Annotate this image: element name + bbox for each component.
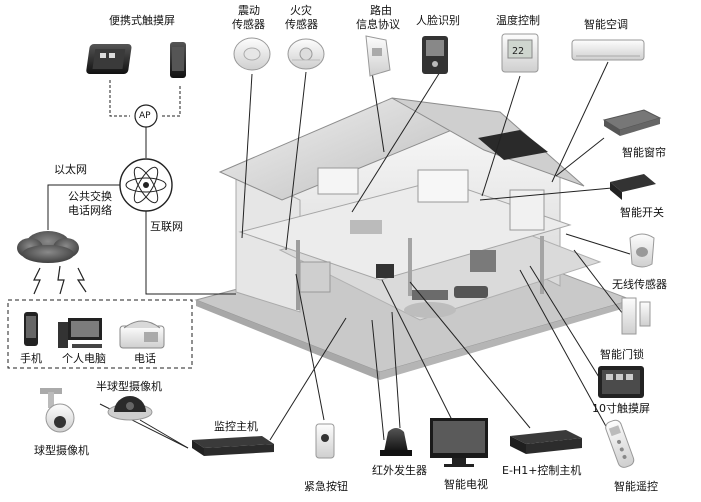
fire-sensor-icon (288, 39, 324, 69)
curtain-motor-icon (604, 110, 660, 136)
smart-door-lock-label: 智能门锁 (600, 348, 644, 361)
smart-tv-icon (430, 418, 488, 467)
dome-camera-label: 球型摄像机 (34, 444, 89, 457)
pc-label: 个人电脑 (62, 352, 106, 365)
phone-label: 手机 (20, 352, 42, 365)
face-recognition-label: 人脸识别 (416, 14, 460, 27)
house-illustration (196, 98, 632, 380)
house-partition (408, 238, 412, 296)
smart-curtain-label: 智能窗帘 (622, 146, 666, 159)
dashed-link (160, 86, 180, 116)
router-label-l1: 路由 (370, 4, 392, 17)
monitor-host-label: 监控主机 (214, 420, 258, 433)
house-sofa (454, 286, 488, 298)
half-dome-camera-icon (108, 396, 152, 420)
vibration-sensor-label-l1: 震动 (238, 4, 260, 17)
tablet-touchscreen-icon (86, 44, 132, 74)
wireless-sensor-icon (630, 234, 654, 267)
telephone-icon (120, 321, 164, 348)
emergency-button-label: 紧急按钮 (304, 480, 348, 493)
phone-touchscreen-icon (170, 42, 186, 78)
vibration-sensor-label-l2: 传感器 (232, 18, 265, 31)
mobile-phone-icon (24, 312, 38, 346)
cloud-icon (17, 231, 79, 263)
door-lock-sensor-icon (622, 298, 650, 334)
pstn-label-line1: 公共交换 (68, 190, 112, 203)
half-dome-camera-label: 半球型摄像机 (96, 380, 162, 393)
vibration-sensor-icon (234, 38, 270, 70)
router-icon (366, 36, 390, 76)
portable-touchscreen-label: 便携式触摸屏 (109, 14, 175, 27)
touchscreen-10-label: 10寸触摸屏 (592, 402, 650, 415)
ethernet-label: 以太网 (54, 163, 87, 176)
smart-remote-label: 智能遥控 (614, 480, 658, 493)
house-rug (404, 302, 456, 318)
dome-camera-icon (40, 388, 74, 432)
fire-sensor-label-l1: 火灾 (290, 4, 312, 17)
wireless-sensor-label: 无线传感器 (612, 278, 667, 291)
ap-label: AP (139, 110, 151, 123)
dashed-link (110, 80, 130, 116)
router-label-l2: 信息协议 (356, 18, 400, 31)
fire-sensor-label-l2: 传感器 (285, 18, 318, 31)
house-tv (376, 264, 394, 278)
smart-switch-icon (610, 174, 656, 200)
pc-icon (58, 318, 102, 348)
touchscreen-10-icon (598, 366, 644, 398)
internet-label: 互联网 (150, 220, 183, 233)
house-cabinet (470, 250, 496, 272)
thermostat-display: 22 (512, 46, 524, 57)
internet-globe-icon (120, 159, 172, 211)
telephone-label: 电话 (134, 352, 156, 365)
remote-control-icon (604, 419, 635, 470)
leader (140, 420, 188, 448)
monitor-host-icon (192, 436, 274, 456)
control-host-label: E-H1+控制主机 (502, 464, 581, 477)
house-stair (300, 262, 330, 292)
leader (566, 234, 630, 254)
temperature-control-label: 温度控制 (496, 14, 540, 27)
ir-generator-label: 红外发生器 (372, 464, 427, 477)
house-window (418, 170, 468, 202)
leader (552, 62, 608, 182)
air-conditioner-icon (572, 40, 644, 60)
face-recognition-icon (422, 36, 448, 74)
smart-tv-label: 智能电视 (444, 478, 488, 491)
house-window (318, 168, 358, 194)
house-bed (350, 220, 382, 234)
smart-switch-label: 智能开关 (620, 206, 664, 219)
emergency-button-icon (316, 424, 334, 458)
pstn-label-line2: 电话网络 (68, 204, 112, 217)
ir-emitter-icon (380, 428, 412, 456)
smart-ac-label: 智能空调 (584, 18, 628, 31)
control-host-icon (510, 430, 582, 454)
lightning-icons (34, 266, 86, 294)
